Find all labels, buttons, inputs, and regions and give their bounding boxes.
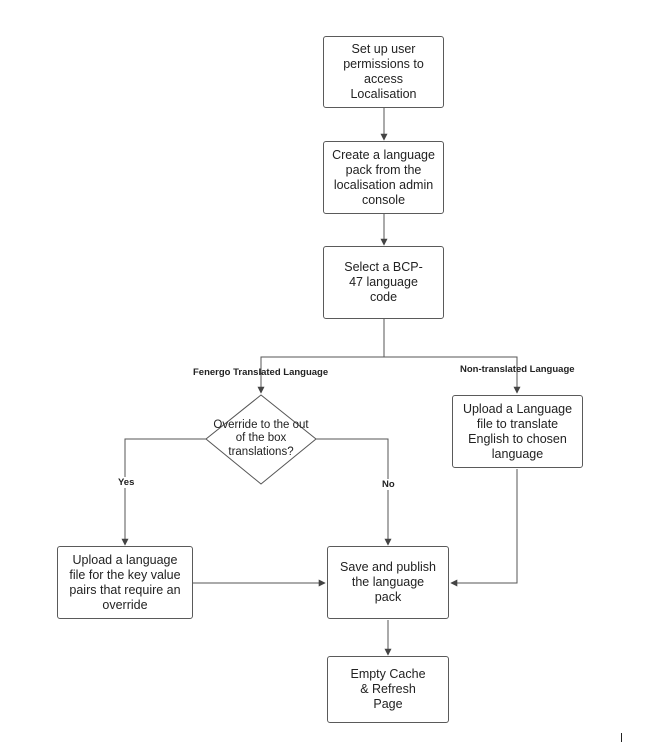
text-cursor-mark	[621, 733, 622, 742]
connector-split-to-upload-translate	[384, 356, 521, 394]
connector-no-to-save	[315, 438, 392, 546]
setup-permissions-node: Set up user permissions to access Locali…	[323, 36, 444, 108]
override-decision-diamond	[205, 394, 317, 485]
empty-cache-text: Empty Cache & Refresh Page	[350, 667, 426, 711]
save-publish-text: Save and publish the language pack	[340, 560, 436, 604]
setup-permissions-text: Set up user permissions to access Locali…	[343, 42, 424, 101]
yes-label: Yes	[117, 477, 136, 488]
non-translated-label: Non-translated Language	[460, 364, 575, 375]
upload-translation-file-text: Upload a Language file to translate Engl…	[462, 401, 573, 461]
empty-cache-node: Empty Cache & Refresh Page	[327, 656, 449, 723]
fenergo-translated-label: Fenergo Translated Language	[193, 367, 329, 378]
select-language-code-node: Select a BCP-47 language code	[323, 246, 444, 319]
select-language-code-text: Select a BCP-47 language code	[344, 260, 423, 304]
upload-override-file-node: Upload a language file for the key value…	[57, 546, 193, 619]
create-language-pack-text: Create a language pack from the localisa…	[332, 147, 435, 207]
connector-yes-to-upload-override	[121, 438, 207, 546]
override-decision-text: Override to the out of the box translati…	[213, 418, 309, 458]
no-label: No	[381, 479, 396, 490]
save-publish-node: Save and publish the language pack	[327, 546, 449, 619]
override-decision-text-box: Override to the out of the box translati…	[212, 412, 310, 466]
connector-split-to-override	[257, 356, 384, 394]
upload-override-file-text: Upload a language file for the key value…	[69, 552, 181, 612]
upload-translation-file-node: Upload a Language file to translate Engl…	[452, 395, 583, 468]
connector-upload-translate-to-save	[450, 469, 518, 587]
create-language-pack-node: Create a language pack from the localisa…	[323, 141, 444, 214]
